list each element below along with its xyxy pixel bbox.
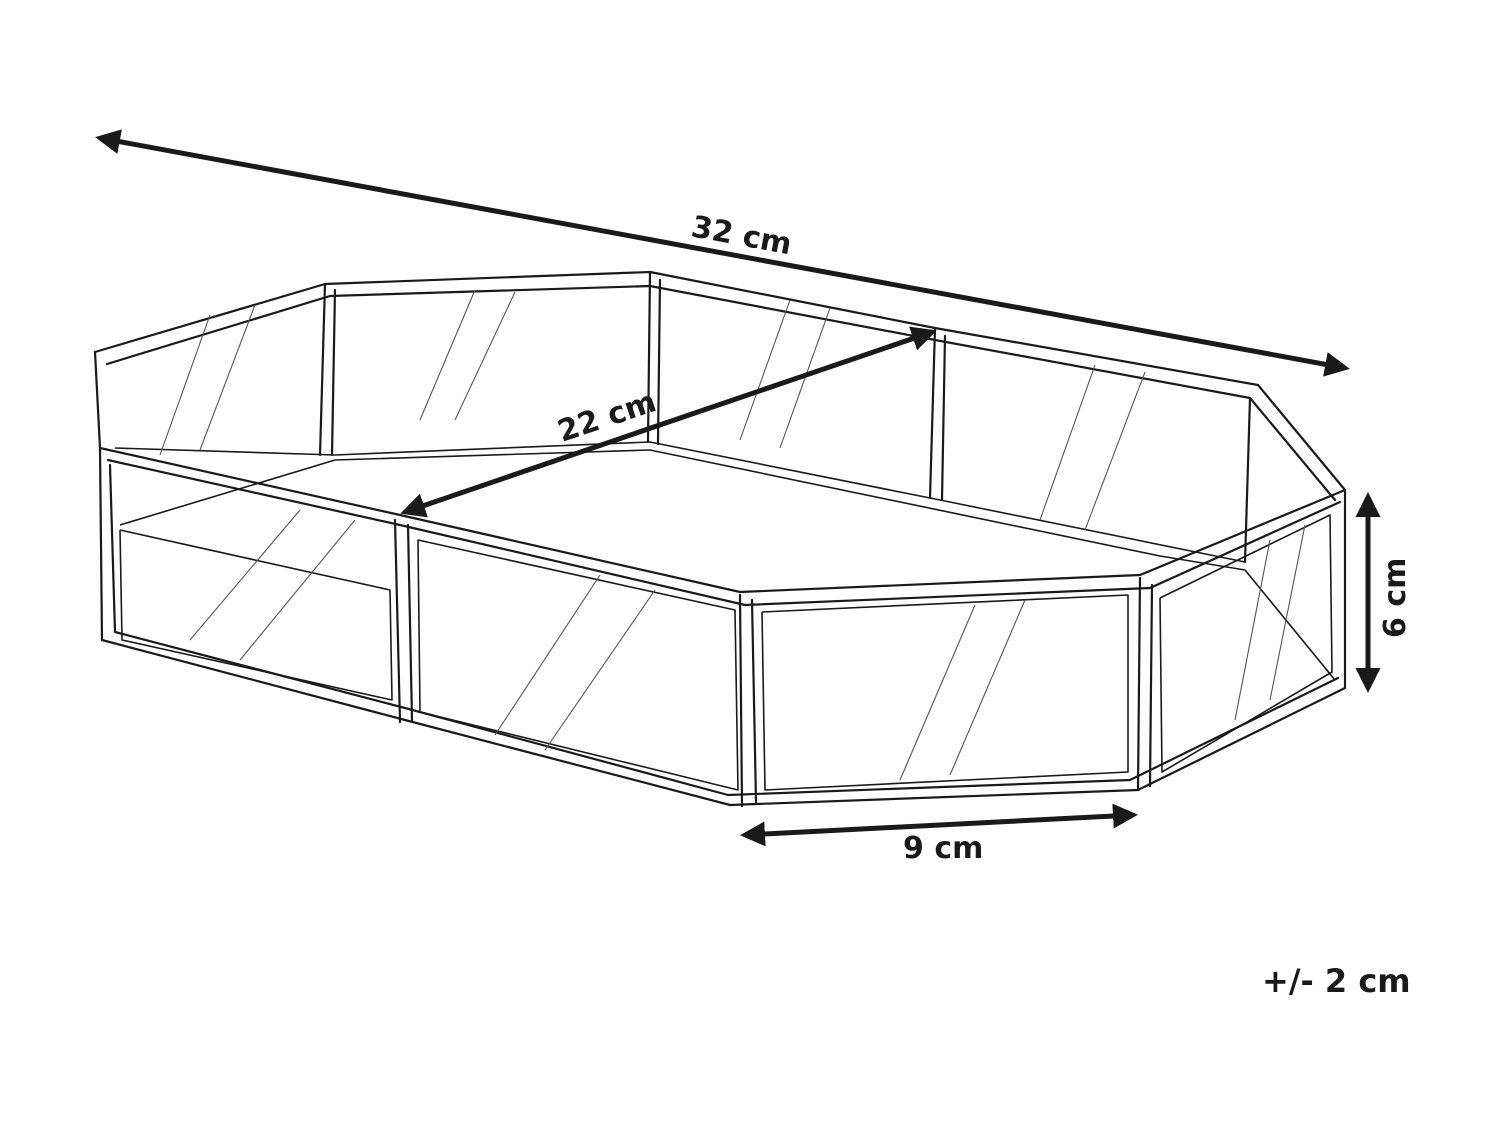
tray-front-bottom [98, 446, 1347, 807]
tolerance-note: +/- 2 cm [1262, 962, 1411, 1000]
tray-front-rim [93, 350, 1347, 607]
tray-back-rim [93, 270, 1347, 502]
tray-front-panels [119, 514, 1333, 791]
width-label: 22 cm [553, 384, 660, 449]
width-arrow [400, 326, 937, 518]
side-arrow [740, 803, 1138, 847]
side-label: 9 cm [903, 831, 983, 866]
tray-front-posts [393, 488, 1347, 808]
height-label: 6 cm [1378, 558, 1413, 638]
length-arrow [95, 129, 1350, 377]
